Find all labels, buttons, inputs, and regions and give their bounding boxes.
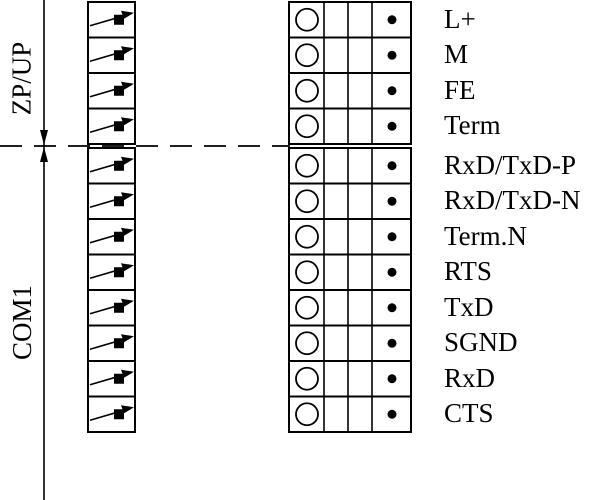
terminal-label: SGND xyxy=(444,327,518,358)
terminal-label: RxD xyxy=(444,362,496,393)
terminal-label: FE xyxy=(444,74,476,105)
group-annotations xyxy=(0,0,290,500)
plug-pin-arrow xyxy=(121,81,134,90)
terminal-contact-dot xyxy=(387,232,397,242)
group-label-com1: COM1 xyxy=(6,284,37,360)
terminal-screw-circle xyxy=(295,260,319,285)
terminal-label: RxD/TxD-N xyxy=(444,185,581,216)
plug-pin-square xyxy=(114,160,124,171)
terminal-contact-dot xyxy=(387,50,397,60)
terminal-contact-dot xyxy=(387,267,397,277)
plug-pin-square xyxy=(114,409,124,420)
terminal-block xyxy=(288,1,412,433)
plug-pin-arrow xyxy=(121,46,134,55)
plug-pin-square xyxy=(114,338,124,349)
terminal-contact-dot xyxy=(387,409,397,419)
terminal-screw-circle xyxy=(295,331,319,356)
plug-pin-square xyxy=(114,50,124,61)
plug-pin-square xyxy=(114,14,124,25)
plug-pin-arrow xyxy=(121,156,134,165)
terminal-screw-circle xyxy=(295,43,319,68)
plug-pin-square xyxy=(114,85,124,96)
terminal-label: RTS xyxy=(444,256,492,287)
terminal-contact-dot xyxy=(387,374,397,384)
terminal-contact-dot xyxy=(387,121,397,131)
group-label-zp-up: ZP/UP xyxy=(6,41,37,115)
plug-pin-square xyxy=(114,267,124,278)
terminal-label: Term xyxy=(444,110,501,141)
terminal-label: CTS xyxy=(444,398,494,429)
terminal-contact-dot xyxy=(387,161,397,171)
terminal-screw-circle xyxy=(295,189,319,214)
terminal-contact-dot xyxy=(387,303,397,313)
terminal-screw-circle xyxy=(295,114,319,139)
terminal-label: M xyxy=(444,39,469,70)
terminal-label: Term.N xyxy=(444,220,527,251)
terminal-label: RxD/TxD-P xyxy=(444,149,577,180)
plug-pin-arrow xyxy=(121,405,134,414)
plug-pin-square xyxy=(114,373,124,384)
plug-pin-arrow xyxy=(121,117,134,126)
plug-pin-square xyxy=(114,196,124,207)
terminal-screw-circle xyxy=(295,78,319,103)
terminal-screw-circle xyxy=(295,295,319,320)
plug-connector xyxy=(87,1,136,433)
terminal-screw-circle xyxy=(295,7,319,32)
plug-pin-square xyxy=(114,231,124,242)
terminal-label: TxD xyxy=(444,291,494,322)
dimension-arrow-up xyxy=(40,147,48,162)
plug-pin-square xyxy=(114,121,124,132)
plug-pin-arrow xyxy=(121,334,134,343)
terminal-label: L+ xyxy=(444,3,476,34)
terminal-contact-dot xyxy=(387,196,397,206)
terminal-contact-dot xyxy=(387,15,397,25)
plug-pin-arrow xyxy=(121,369,134,378)
plug-pin-arrow xyxy=(121,10,134,19)
terminal-screw-circle xyxy=(295,366,319,391)
terminal-screw-circle xyxy=(295,224,319,249)
dimension-arrow-down xyxy=(40,130,48,145)
terminal-contact-dot xyxy=(387,338,397,348)
plug-pin-arrow xyxy=(121,298,134,307)
plug-pin-arrow xyxy=(121,263,134,272)
plug-pin-arrow xyxy=(121,227,134,236)
terminal-screw-circle xyxy=(295,153,319,178)
plug-pin-square xyxy=(114,302,124,313)
terminal-screw-circle xyxy=(295,402,319,427)
plug-pin-arrow xyxy=(121,192,134,201)
terminal-contact-dot xyxy=(387,86,397,96)
